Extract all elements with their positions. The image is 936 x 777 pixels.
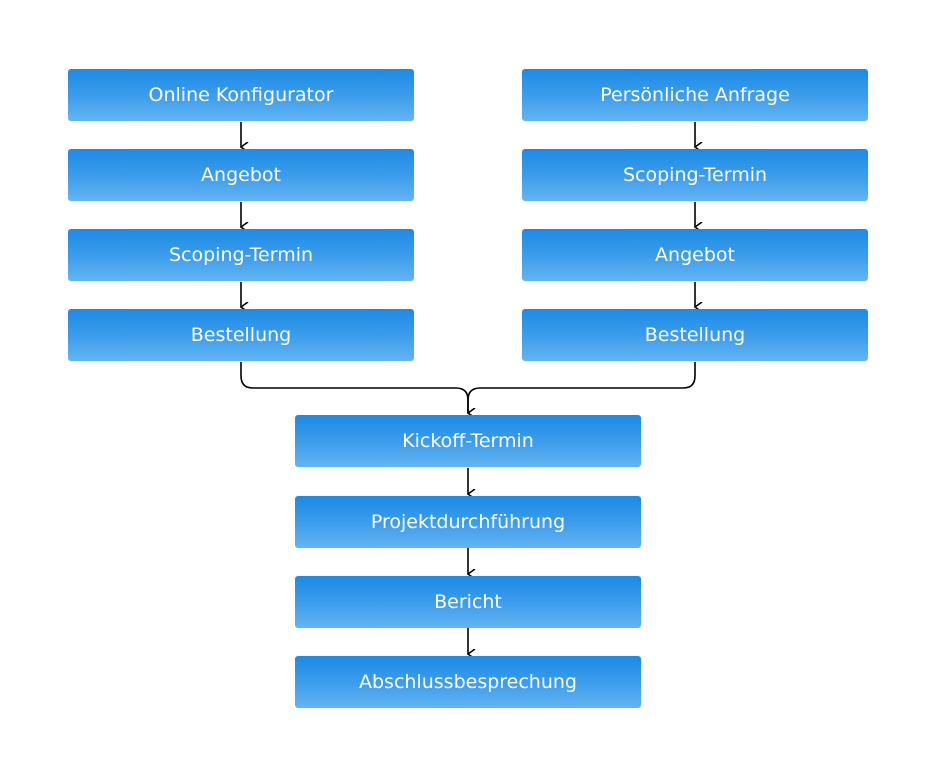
- node-projektdurchfuehrung: Projektdurchführung: [295, 496, 641, 548]
- node-bericht: Bericht: [295, 576, 641, 628]
- node-angebot-right: Angebot: [522, 229, 868, 281]
- node-online-konfigurator: Online Konfigurator: [68, 69, 414, 121]
- merge-connector-right: [467, 362, 696, 413]
- merge-connector-left: [240, 362, 468, 413]
- node-angebot-left: Angebot: [68, 149, 414, 201]
- node-scoping-termin-right: Scoping-Termin: [522, 149, 868, 201]
- node-bestellung-right: Bestellung: [522, 309, 868, 361]
- node-bestellung-left: Bestellung: [68, 309, 414, 361]
- node-persoenliche-anfrage: Persönliche Anfrage: [522, 69, 868, 121]
- node-kickoff-termin: Kickoff-Termin: [295, 415, 641, 467]
- node-abschlussbesprechung: Abschlussbesprechung: [295, 656, 641, 708]
- node-scoping-termin-left: Scoping-Termin: [68, 229, 414, 281]
